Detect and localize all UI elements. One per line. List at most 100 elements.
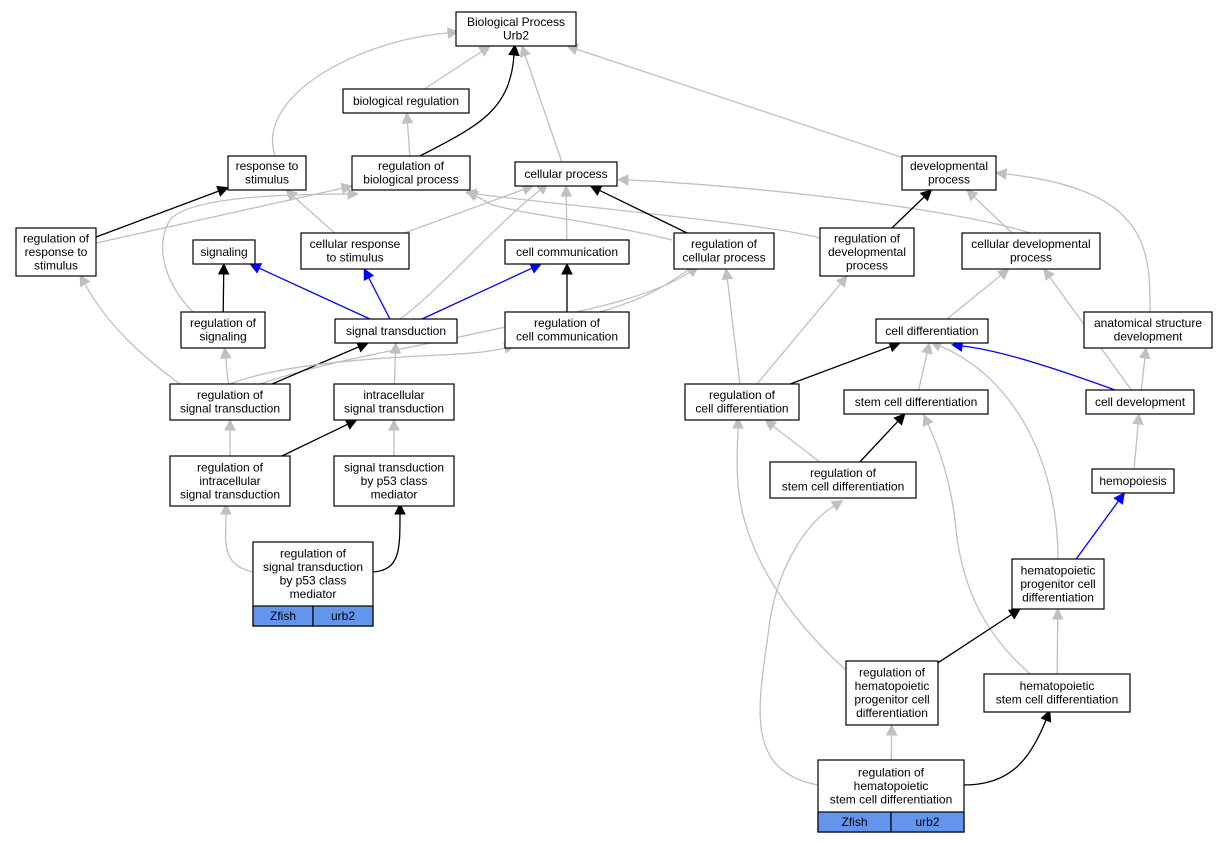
node-box [334,318,458,344]
node-box [983,673,1131,713]
edge-hscd-to-stemdiff [922,413,1031,675]
node-label: development [1114,330,1183,344]
edge-resp-to-bp [272,27,460,157]
arrowhead [224,418,236,431]
node-label: regulation of [859,666,926,680]
edge-regstem-to-stemdiff [859,413,906,463]
node-label: regulation of [197,460,264,474]
node-label: regulation of [534,316,601,330]
node-bioreg[interactable]: biological regulation [342,88,470,114]
node-box [351,155,471,191]
node-label: Biological Process [467,15,565,29]
node-label: by p53 class [361,474,428,488]
node-cellcomm[interactable]: cell communication [504,239,630,265]
node-label: stem cell differentiation [830,792,953,806]
arrowhead [560,184,573,197]
edge-regsig-to-signaling [217,262,230,313]
node-label: cell communication [516,245,618,259]
node-box [169,383,291,421]
node-label: by p53 class [280,574,347,588]
edge-hemo-to-celldev [1132,412,1144,470]
arrowhead [394,502,406,515]
node-label: cellular process [682,251,765,265]
arrowhead [219,346,232,359]
node-label: hemopoiesis [1099,474,1166,488]
tag-cell[interactable] [890,811,965,833]
edge-celldevproc-to-devproc [966,189,1013,234]
edge-regbp-to-bioreg [401,111,414,157]
node-box [169,455,291,507]
node-box [875,318,989,344]
node-box [845,660,939,726]
node-label: regulation of [834,231,901,245]
arrowhead [893,413,906,426]
edge-celldevproc-to-cellproc [616,174,1031,234]
node-label: cellular process [524,167,607,181]
edge-regbp-to-bp [419,43,520,157]
node-label: signal transduction [263,560,363,574]
node-label: hematopoietic [1020,679,1095,693]
node-label: cell communication [516,330,618,344]
arrowhead [388,418,400,431]
arrowhead [344,419,358,430]
arrowhead [922,413,934,427]
arrowhead [1113,492,1125,505]
node-label: response to [236,159,299,173]
node-label: anatomical structure [1094,316,1202,330]
node-cellproc[interactable]: cellular process [514,161,618,187]
node-hemo[interactable]: hemopoiesis [1091,468,1175,494]
edge-regsigtrans-to-regresp [79,274,181,385]
arrowhead [347,188,360,200]
node-box [684,383,800,421]
edge-cellproc-to-bp [519,44,563,163]
node-label: cell development [1095,395,1186,409]
arrowhead [1051,607,1064,620]
node-stemdiff[interactable]: stem cell differentiation [843,389,989,415]
node-celldev[interactable]: cell development [1085,389,1195,415]
node-sigtrans[interactable]: signal transduction [334,318,458,344]
node-box [227,155,307,191]
edge-regsigtrans-to-regsig [219,346,232,385]
edge-p53-to-intrasig [388,418,400,456]
arrowhead [966,189,979,202]
edge-celldiff-to-celldevproc [946,268,1010,320]
node-box [504,311,630,349]
arrowhead [220,502,232,515]
node-label: biological regulation [353,94,459,108]
node-celldiff[interactable]: cell differentiation [875,318,989,344]
arrowhead [835,275,848,288]
tag-cell[interactable] [312,605,374,627]
node-box [504,239,630,265]
node-box [1011,558,1105,610]
edge-regresp-to-resp [95,185,230,238]
edge-regdev-to-devproc [891,189,933,229]
node-label: Urb2 [503,29,529,43]
node-signaling[interactable]: signaling [192,239,256,265]
arrowhead [732,416,744,429]
node-box [819,227,915,277]
